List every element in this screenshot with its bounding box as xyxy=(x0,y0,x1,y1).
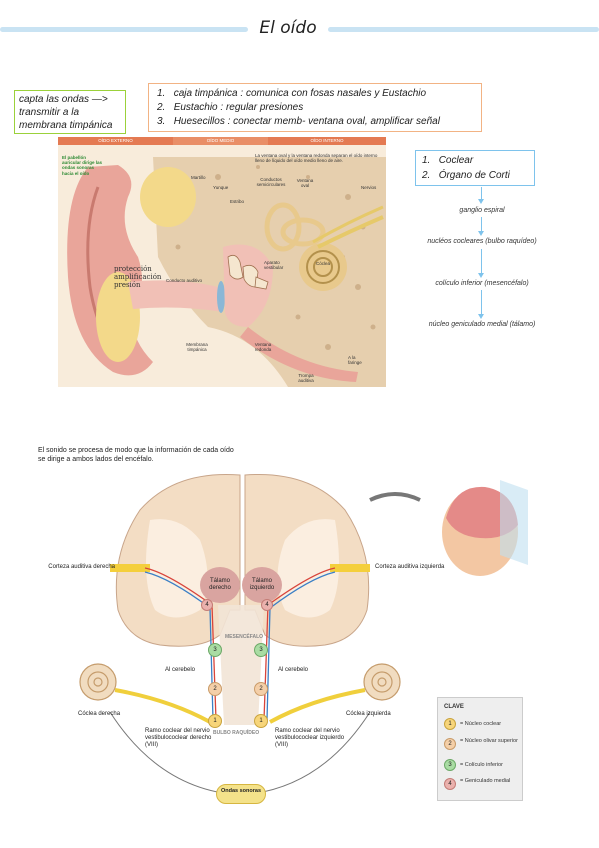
label-mesencefalo: MESENCÉFALO xyxy=(225,634,264,640)
handwritten-note: amplificación xyxy=(114,273,162,281)
page-title: El oído xyxy=(259,18,317,38)
item-text: Órgano de Corti xyxy=(438,170,510,181)
header-outer-ear: OÍDO EXTERNO xyxy=(58,137,173,145)
label-conductos: Conductos semicirculares xyxy=(256,177,286,188)
label-ramo-izq: Ramo coclear del nervio vestibulococlear… xyxy=(275,728,345,748)
clave-item-4: = Geniculado medial xyxy=(460,778,511,784)
node-1-left: 1 xyxy=(208,714,222,728)
node-4-right: 4 xyxy=(261,599,273,611)
note-orange-item: 3. Huesecillos : conectar memb- ventana … xyxy=(157,115,473,129)
flow-step: ganglio espiral xyxy=(459,207,505,214)
label-talamo-der: Tálamo derecho xyxy=(209,578,231,591)
label-yunque: Yunque xyxy=(213,185,229,190)
note-blue: 1. Coclear 2. Órgano de Corti xyxy=(415,150,535,186)
flow-arrow xyxy=(481,249,482,274)
flow-arrowhead xyxy=(478,273,484,278)
ear-anatomy-diagram: OÍDO EXTERNO OÍDO MEDIO OÍDO INTERNO El … xyxy=(58,137,386,387)
note-green-line: transmitir a la xyxy=(19,107,80,118)
label-faringe: A la faringe xyxy=(348,355,362,366)
clave-swatch-1: 1 xyxy=(444,718,456,730)
title-rule-right xyxy=(328,27,599,32)
note-blue-item: 2. Órgano de Corti xyxy=(422,168,528,183)
label-talamo-izq: Tálamo izquierdo xyxy=(249,578,275,591)
item-num: 1. xyxy=(422,155,431,166)
label-coclea: Cóclea xyxy=(316,261,331,266)
label-nervios: Nervios xyxy=(361,185,377,190)
label-corteza-izq: Corteza auditiva izquierda xyxy=(375,564,445,570)
node-3-left: 3 xyxy=(208,643,222,657)
handwritten-note: protección xyxy=(114,265,152,273)
item-num: 3. xyxy=(157,116,166,127)
label-ventana-desc: La ventana oval y la ventana redonda sep… xyxy=(255,153,378,164)
clave-item-2: = Núcleo olivar superior xyxy=(460,738,518,744)
node-1-right: 1 xyxy=(254,714,268,728)
header-middle-ear: OÍDO MEDIO xyxy=(173,137,268,145)
clave-item-1: = Núcleo coclear xyxy=(460,721,502,727)
node-3-right: 3 xyxy=(254,643,268,657)
label-ventana-redonda: Ventana redonda xyxy=(254,342,272,353)
note-orange-item: 1. caja timpánica : comunica con fosas n… xyxy=(157,87,473,101)
label-pabellon: El pabellón auricular dirige las ondas s… xyxy=(62,155,103,176)
clave-item-3: = Colículo inferior xyxy=(460,762,503,768)
caption-line: El sonido se procesa de modo que la info… xyxy=(38,447,234,454)
clave-swatch-2: 2 xyxy=(444,738,456,750)
label-cerebelo-right: Al cerebelo xyxy=(278,667,309,673)
flow-step: núcleo geniculado medial (tálamo) xyxy=(428,321,536,328)
label-estribo: Estribo xyxy=(230,199,245,204)
flow-step: nucléos cocleares (bulbo raquídeo) xyxy=(427,238,537,245)
flow-arrowhead xyxy=(478,314,484,319)
flow-arrowhead xyxy=(478,231,484,236)
node-4-left: 4 xyxy=(201,599,213,611)
label-ventana-oval: Ventana oval xyxy=(296,178,314,189)
header-inner-ear: OÍDO INTERNO xyxy=(268,137,386,145)
title-rule-left xyxy=(0,27,248,32)
note-orange: 1. caja timpánica : comunica con fosas n… xyxy=(148,83,482,132)
label-corteza-der: Corteza auditiva derecha xyxy=(48,564,115,570)
item-text: Coclear xyxy=(438,155,474,166)
flow-arrow xyxy=(481,217,482,232)
item-text: Huesecillos : conectar memb- ventana ova… xyxy=(173,116,440,127)
item-num: 1. xyxy=(157,88,166,99)
label-conducto-auditivo: Conducto auditivo xyxy=(166,278,203,283)
ear-illustration xyxy=(58,137,386,387)
item-num: 2. xyxy=(422,170,431,181)
node-2-right: 2 xyxy=(254,682,268,696)
label-cerebelo-left: Al cerebelo xyxy=(165,667,196,673)
note-blue-item: 1. Coclear xyxy=(422,153,528,168)
note-orange-item: 2. Eustachio : regular presiones xyxy=(157,101,473,115)
clave-title: CLAVE xyxy=(444,704,464,710)
label-trompa: Trompa auditiva xyxy=(298,373,314,384)
note-green: capta las ondas —> transmitir a la membr… xyxy=(14,90,126,134)
label-aparato: Aparato vestibular xyxy=(264,260,284,271)
clave-swatch-4: 4 xyxy=(444,778,456,790)
label-coclea-der: Cóclea derecha xyxy=(78,711,121,717)
label-bulbo: BULBO RAQUÍDEO xyxy=(213,730,260,736)
label-martillo: Martillo xyxy=(191,175,206,180)
flow-arrow xyxy=(481,290,482,315)
brain-caption: El sonido se procesa de modo que la info… xyxy=(38,446,438,464)
label-coclea-izq: Cóclea izquierda xyxy=(346,711,391,717)
clave-swatch-3: 3 xyxy=(444,759,456,771)
auditory-pathway-illustration xyxy=(79,473,528,796)
flow-step: colículo inferior (mesencéfalo) xyxy=(435,280,529,287)
label-membrana: Membrana timpánica xyxy=(186,342,208,353)
note-green-line: capta las ondas —> xyxy=(19,94,108,105)
item-num: 2. xyxy=(157,102,166,113)
handwritten-notes: protección amplificación presión xyxy=(114,265,161,289)
item-text: caja timpánica : comunica con fosas nasa… xyxy=(173,88,427,99)
item-text: Eustachio : regular presiones xyxy=(173,102,304,113)
handwritten-note: presión xyxy=(114,281,141,289)
flow-arrow xyxy=(481,187,482,200)
ondas-sonoras-badge: Ondas sonoras xyxy=(216,784,266,804)
flow-arrowhead xyxy=(478,199,484,204)
caption-line: se dirige a ambos lados del encéfalo. xyxy=(38,456,154,463)
node-2-left: 2 xyxy=(208,682,222,696)
clave-legend: CLAVE 1 = Núcleo coclear 2 = Núcleo oliv… xyxy=(437,697,523,801)
note-green-line: membrana timpánica xyxy=(19,120,113,131)
label-ramo-der: Ramo coclear del nervio vestibulococlear… xyxy=(145,728,212,748)
